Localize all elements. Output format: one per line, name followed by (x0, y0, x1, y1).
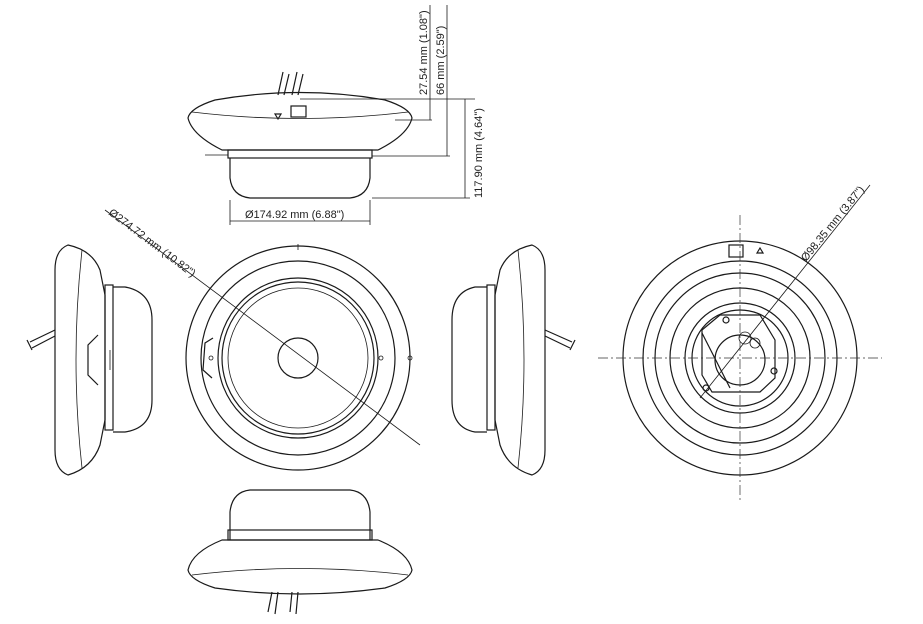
dim-outer-diameter: Ø274.72 mm (10.82") (106, 207, 197, 280)
dim-total-height: 117.90 mm (4.64") (473, 108, 485, 198)
dim-dome-height: 66 mm (2.59") (435, 26, 447, 95)
dim-top-offset: 27.54 mm (1.08") (418, 10, 430, 95)
dim-dome-diameter: Ø174.92 mm (6.88") (245, 209, 344, 221)
dim-mount-diameter: Ø98.35 mm (3.87") (799, 184, 867, 264)
side-view-bottom (187, 489, 413, 615)
side-view-top (187, 5, 475, 225)
front-view (104, 209, 421, 471)
plan-view (598, 184, 882, 500)
side-view-right (451, 244, 576, 476)
side-view-left (26, 244, 153, 476)
